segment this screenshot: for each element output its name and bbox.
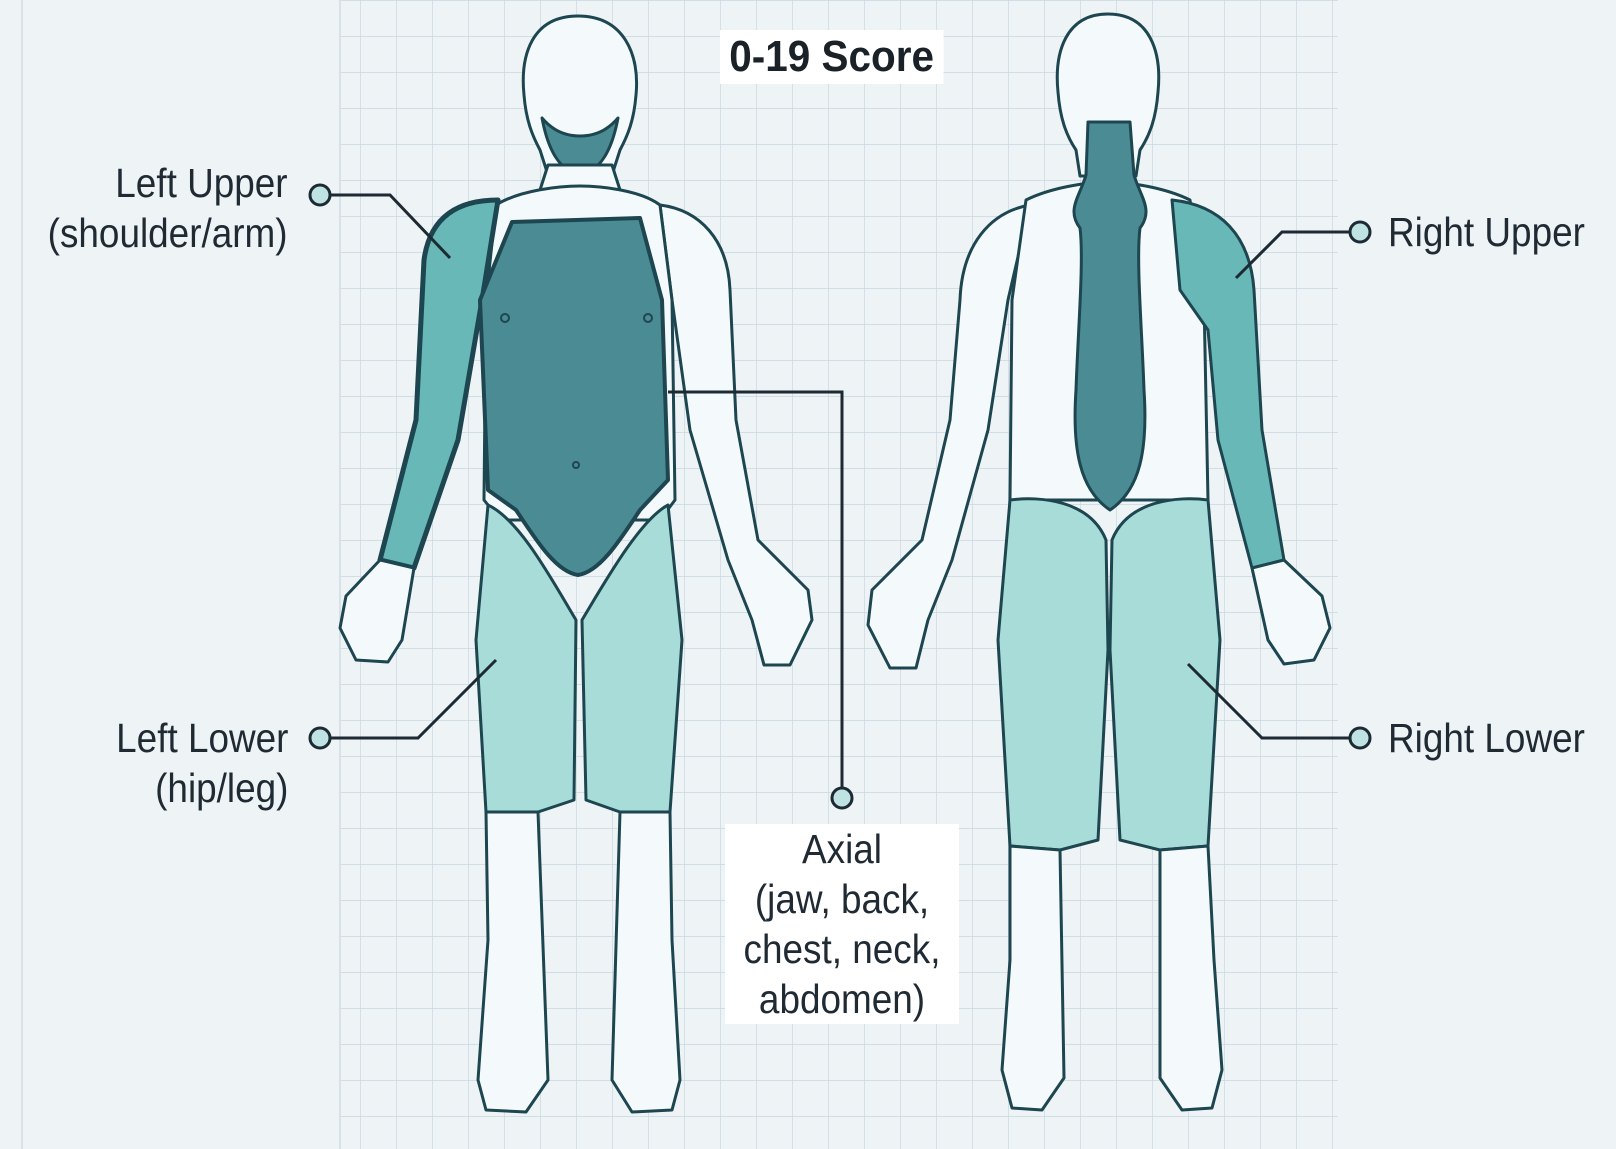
back-right-leg-region bbox=[1110, 499, 1220, 850]
label-left-lower-line2: (hip/leg) bbox=[116, 763, 288, 813]
label-right-upper-line1: Right Upper bbox=[1388, 207, 1585, 257]
back-left-shin bbox=[1002, 846, 1064, 1110]
leader-right-lower-dot bbox=[1350, 728, 1370, 748]
label-right-lower: Right Lower bbox=[1388, 713, 1585, 763]
label-axial-line4: abdomen) bbox=[725, 974, 959, 1024]
label-axial: Axial (jaw, back, chest, neck, abdomen) bbox=[725, 824, 959, 1024]
label-axial-line1: Axial bbox=[725, 824, 959, 874]
leader-left-lower-dot bbox=[310, 728, 330, 748]
back-spine-axial bbox=[1074, 122, 1146, 510]
front-left-shin bbox=[478, 812, 548, 1112]
label-left-upper-line1: Left Upper bbox=[48, 158, 288, 208]
leader-right-upper-dot bbox=[1350, 222, 1370, 242]
label-left-upper-line2: (shoulder/arm) bbox=[48, 208, 288, 258]
label-left-lower: Left Lower (hip/leg) bbox=[116, 713, 288, 813]
leader-left-upper-dot bbox=[310, 185, 330, 205]
label-axial-line3: chest, neck, bbox=[725, 924, 959, 974]
leader-axial-dot bbox=[832, 788, 852, 808]
label-left-upper: Left Upper (shoulder/arm) bbox=[48, 158, 288, 258]
label-axial-line2: (jaw, back, bbox=[725, 874, 959, 924]
label-right-lower-line1: Right Lower bbox=[1388, 713, 1585, 763]
back-left-leg-region bbox=[998, 499, 1108, 850]
score-title: 0-19 Score bbox=[720, 30, 943, 84]
front-right-shin bbox=[612, 812, 680, 1112]
label-left-lower-line1: Left Lower bbox=[116, 713, 288, 763]
label-right-upper: Right Upper bbox=[1388, 207, 1585, 257]
